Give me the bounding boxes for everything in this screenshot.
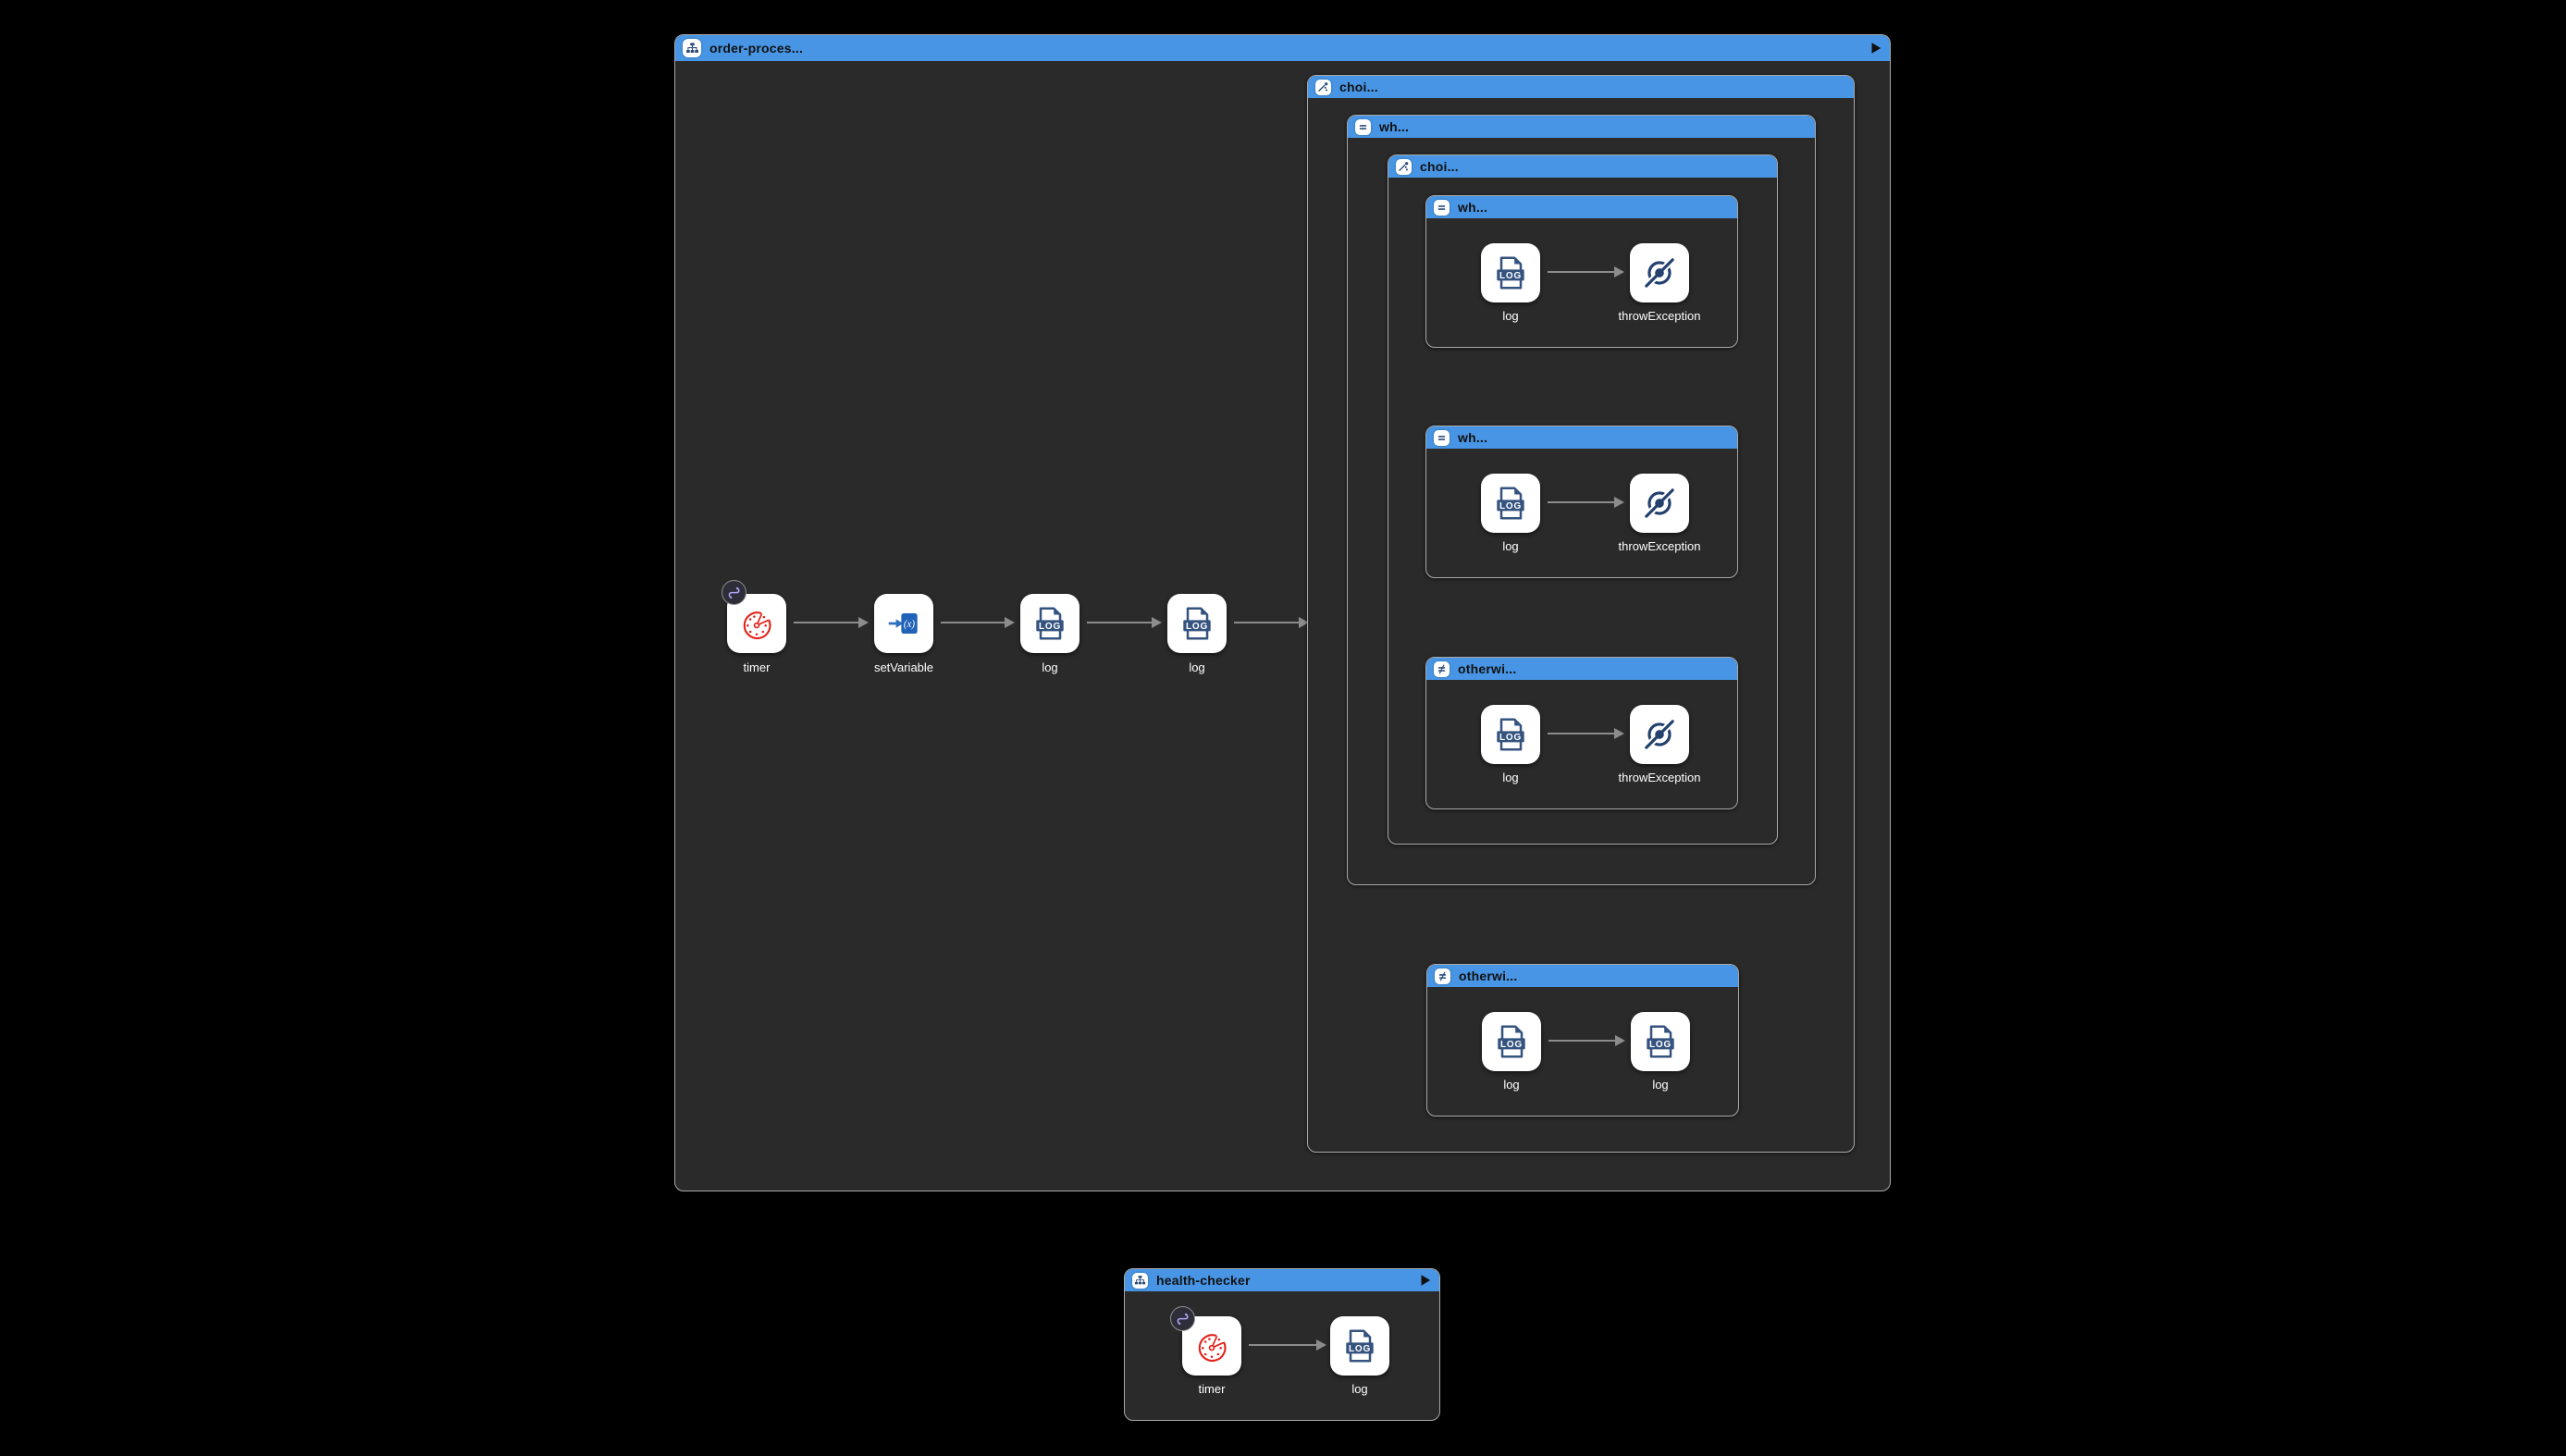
node-label: throwException [1618, 309, 1701, 323]
log-node[interactable] [1167, 594, 1227, 653]
play-button[interactable] [1419, 1274, 1432, 1287]
route-header-health-checker[interactable]: health-checker [1125, 1269, 1439, 1291]
log-file-icon [1491, 715, 1530, 754]
play-button[interactable] [1869, 42, 1882, 55]
log-file-icon [1492, 1022, 1531, 1061]
branch-icon [1317, 81, 1329, 93]
node-label: log [1042, 660, 1058, 674]
flow-arrow [1234, 617, 1309, 628]
equals-icon [1357, 121, 1369, 133]
log-file-icon [1491, 484, 1530, 523]
container-title: wh... [1458, 430, 1488, 445]
otherwise-header[interactable]: otherwi... [1426, 658, 1737, 680]
route-squiggle-icon [1175, 1311, 1191, 1327]
not-equals-icon [1437, 970, 1449, 982]
otherwise-container: otherwi... log log [1426, 964, 1739, 1117]
log-node[interactable] [1481, 243, 1540, 302]
container-title: wh... [1458, 200, 1488, 215]
branch-icon [1398, 161, 1410, 173]
choice-container: choi... wh... choi... wh... [1307, 75, 1855, 1153]
log-node[interactable] [1631, 1012, 1690, 1071]
log-file-icon [1030, 604, 1069, 643]
flow-arrow [1087, 617, 1162, 628]
stopwatch-icon [737, 604, 776, 643]
when-header[interactable]: wh... [1348, 116, 1815, 138]
choice-header[interactable]: choi... [1388, 155, 1777, 178]
set-variable-node[interactable] [874, 594, 933, 653]
sitemap-icon [685, 42, 699, 56]
route-header-order-processing[interactable]: order-proces... [675, 35, 1890, 61]
node-label: log [1502, 309, 1519, 323]
container-title: otherwi... [1459, 969, 1518, 983]
no-entry-icon [1640, 253, 1679, 292]
otherwise-header[interactable]: otherwi... [1427, 965, 1738, 987]
node-label: log [1652, 1078, 1669, 1092]
node-label: throwException [1618, 539, 1701, 553]
flow-arrow [1249, 1339, 1326, 1351]
play-icon [1869, 42, 1882, 55]
route-container-order-processing: order-proces... timer setVariable log lo… [674, 34, 1891, 1191]
sitemap-icon [1134, 1275, 1146, 1287]
route-step-badge [722, 580, 746, 605]
route-title: health-checker [1156, 1273, 1251, 1288]
node-label: log [1189, 660, 1205, 674]
equals-icon [1436, 202, 1448, 214]
flow-arrow [1548, 497, 1624, 508]
when-container: wh... choi... wh... log [1347, 115, 1816, 885]
node-label: timer [1198, 1382, 1226, 1396]
choice-header[interactable]: choi... [1308, 76, 1854, 98]
log-file-icon [1340, 1326, 1379, 1365]
no-entry-icon [1640, 484, 1679, 523]
node-label: log [1351, 1382, 1368, 1396]
choice-container: choi... wh... log throwException [1388, 154, 1778, 845]
node-label: log [1502, 539, 1519, 553]
node-label: log [1503, 1078, 1520, 1092]
node-label: log [1502, 771, 1519, 784]
when-container: wh... log throwException [1425, 426, 1738, 578]
when-header[interactable]: wh... [1426, 426, 1737, 449]
otherwise-container: otherwi... log throwException [1425, 657, 1738, 809]
log-file-icon [1178, 604, 1216, 643]
node-label: timer [743, 660, 771, 674]
node-label: throwException [1618, 771, 1701, 784]
route-step-badge [1170, 1306, 1195, 1331]
log-node[interactable] [1330, 1316, 1389, 1376]
log-node[interactable] [1482, 1012, 1541, 1071]
no-entry-icon [1640, 715, 1679, 754]
flow-arrow [941, 617, 1015, 628]
equals-icon [1436, 432, 1448, 444]
route-container-health-checker: health-checker timer log [1124, 1268, 1440, 1421]
log-node[interactable] [1481, 474, 1540, 533]
container-title: choi... [1339, 80, 1378, 94]
throw-exception-node[interactable] [1630, 243, 1689, 302]
log-node[interactable] [1481, 705, 1540, 764]
log-node[interactable] [1020, 594, 1079, 653]
play-icon [1419, 1274, 1432, 1287]
flow-arrow [1548, 728, 1624, 739]
throw-exception-node[interactable] [1630, 705, 1689, 764]
route-squiggle-icon [726, 585, 743, 601]
log-file-icon [1491, 253, 1530, 292]
when-container: wh... log throwException [1425, 195, 1738, 348]
node-label: setVariable [873, 660, 934, 674]
container-title: otherwi... [1458, 661, 1517, 676]
flow-arrow [794, 617, 869, 628]
container-title: choi... [1420, 159, 1459, 174]
log-file-icon [1641, 1022, 1680, 1061]
when-header[interactable]: wh... [1426, 196, 1737, 218]
flow-arrow [1548, 1035, 1625, 1046]
arrow-to-variable-icon [884, 604, 923, 643]
container-title: wh... [1379, 119, 1410, 134]
not-equals-icon [1436, 663, 1448, 675]
stopwatch-icon [1192, 1326, 1231, 1365]
route-title: order-proces... [709, 41, 804, 56]
flow-arrow [1548, 266, 1624, 278]
throw-exception-node[interactable] [1630, 474, 1689, 533]
